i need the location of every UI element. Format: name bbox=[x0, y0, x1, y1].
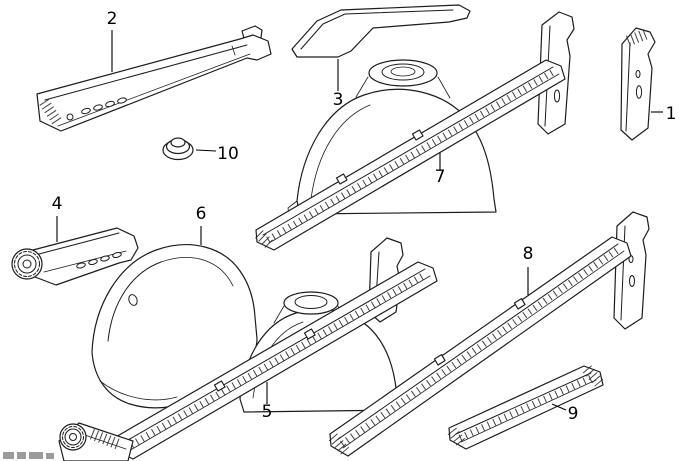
part-9-sill-section bbox=[447, 365, 604, 450]
bottom-left-member-end bbox=[58, 422, 134, 461]
bottom-left-hatch bbox=[89, 428, 123, 451]
corner-watermark bbox=[3, 452, 54, 459]
part-8-rail-ribs bbox=[339, 245, 623, 447]
part-9-end-hatch bbox=[582, 365, 604, 387]
callout-5: 5 bbox=[262, 402, 273, 422]
part-5-rail-tab bbox=[213, 380, 226, 392]
leader-9 bbox=[551, 403, 567, 411]
part-8-assembly bbox=[328, 211, 650, 457]
part-7-rail-end-hatch bbox=[255, 230, 275, 250]
callout-6: 6 bbox=[196, 204, 207, 224]
callout-8: 8 bbox=[523, 244, 534, 264]
part-5-assembly bbox=[113, 237, 438, 460]
part-4-member bbox=[11, 227, 139, 286]
part-8-pillar bbox=[613, 211, 650, 330]
part-6-wheel-housing bbox=[91, 244, 258, 409]
callouts: 2 3 10 7 1 4 6 5 8 9 bbox=[52, 9, 677, 424]
callout-9: 9 bbox=[568, 404, 579, 424]
callout-10: 10 bbox=[217, 144, 239, 164]
callout-2: 2 bbox=[107, 9, 118, 29]
part-7-rail-tab bbox=[335, 173, 348, 185]
callout-7: 7 bbox=[435, 167, 446, 187]
callout-3: 3 bbox=[333, 90, 344, 110]
part-7-assembly bbox=[255, 11, 575, 251]
part-7-sill-rail bbox=[255, 59, 566, 251]
leader-10 bbox=[195, 149, 217, 152]
strut-tower-dome bbox=[368, 59, 438, 87]
part-5-wheel-arch bbox=[239, 291, 400, 413]
callout-4: 4 bbox=[52, 194, 63, 214]
part-10-grommet bbox=[162, 137, 194, 161]
part-3-bracket bbox=[291, 4, 471, 58]
part-2-side-member bbox=[36, 25, 272, 132]
part-1-top-hatch bbox=[626, 28, 648, 47]
part-4-body bbox=[32, 227, 139, 286]
part-8-rail-tab bbox=[433, 354, 446, 366]
callout-1: 1 bbox=[666, 104, 677, 124]
part-5-rail-tab bbox=[303, 328, 316, 340]
part-8-sill-rail bbox=[328, 236, 632, 457]
part-8-rail-tab bbox=[513, 298, 526, 310]
part-9-end-hatch bbox=[447, 427, 468, 449]
part-7-rail-tab bbox=[411, 129, 424, 141]
part-8-rail-end-hatch bbox=[328, 433, 350, 455]
part-1-pillar bbox=[620, 27, 656, 141]
grommet-cap bbox=[170, 137, 186, 148]
part-5-dome bbox=[283, 291, 339, 315]
